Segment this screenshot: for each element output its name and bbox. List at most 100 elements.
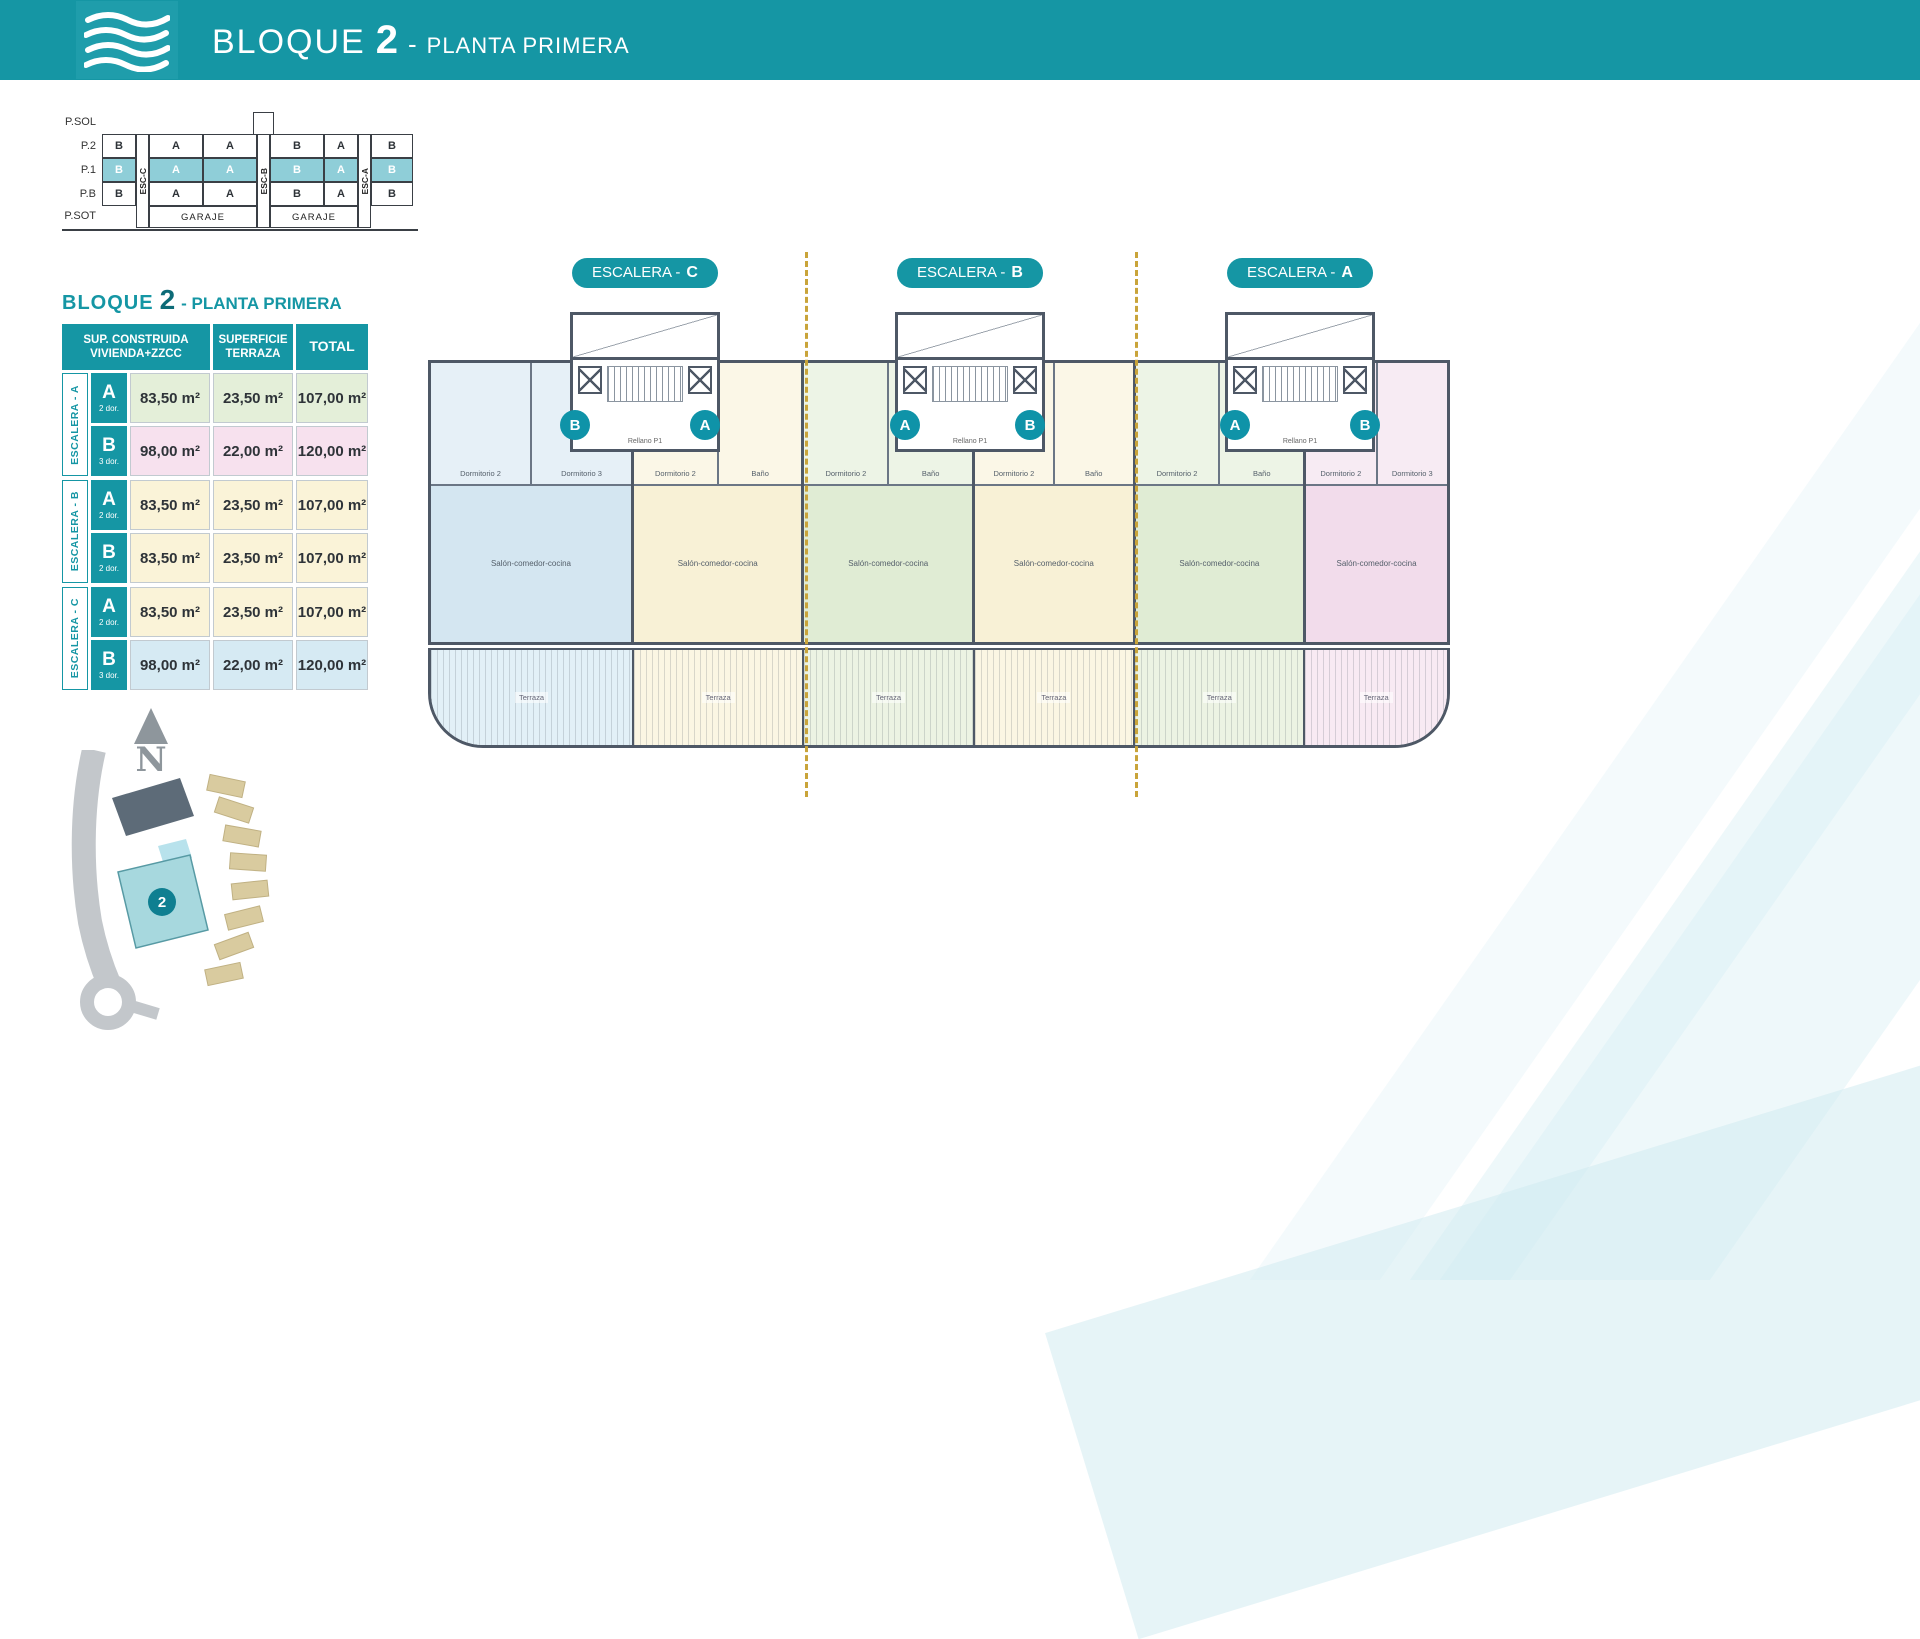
value-terraza: 23,50 m² [213,373,293,423]
core-hall: Rellano P1 [573,360,717,449]
site-badge: 2 [158,894,166,911]
value-sup: 83,50 m² [130,587,210,637]
stair-core-a: Rellano P1 [1225,312,1375,452]
elevator-icon [578,366,602,394]
living-room: Salón-comedor-cocina [1179,559,1260,569]
ground-line [62,229,418,231]
section-cell-highlighted: A [203,158,257,182]
room: Baño [887,363,972,484]
site-badge-circle [148,888,176,916]
header-bar: BLOQUE 2 - PLANTA PRIMERA [0,0,1920,80]
stair-label: ESC-C [137,167,148,195]
room: Dormitorio 2 [1320,468,1362,478]
value-total: 107,00 m² [296,480,368,530]
value-sup: 83,50 m² [130,533,210,583]
stairs-icon [1262,366,1338,402]
table-title: BLOQUE 2 - PLANTA PRIMERA [62,284,374,316]
compass: N [126,708,176,780]
section-divider [1135,252,1138,797]
value-sup: 83,50 m² [130,373,210,423]
garage-cell: GARAJE [149,206,257,228]
section-cell: A [324,134,358,158]
stair-label: ESC-B [258,167,269,195]
title-block: BLOQUE [212,22,366,61]
road-branch [126,999,160,1020]
unit-badge: A [890,410,920,440]
floor-label: P.B [79,188,96,200]
unit-badge: A [1220,410,1250,440]
value-sup: 98,00 m² [130,426,210,476]
room: Dormitorio 2 [654,468,696,478]
brand-logo [76,1,178,79]
value-terraza: 23,50 m² [213,480,293,530]
building-outline: Dormitorio 2 Dormitorio 3 Salón-comedor-… [428,312,1450,752]
value-terraza: 23,50 m² [213,587,293,637]
escalera-c-pill: ESCALERA -C [572,258,718,288]
col-header-total: TOTAL [296,324,368,370]
core-roof [898,315,1042,360]
terrace-segment: Terraza [972,650,1134,745]
value-terraza: 23,50 m² [213,533,293,583]
table-title-number: 2 [159,284,176,315]
terrace-segment: Terraza [632,650,803,745]
section-cell: B [270,182,324,206]
room: Dormitorio 2 [1156,468,1198,478]
floor-label: P.SOL [65,116,96,128]
section-cell: A [324,182,358,206]
section-cell: A [203,182,257,206]
stair-column: ESC-C [136,134,149,228]
logo-waves-icon [84,12,170,72]
room: Baño [1218,363,1303,484]
neighbor-buildings [204,773,270,987]
section-cell: B [371,134,413,158]
core-label: Rellano P1 [952,438,988,445]
section-cell: A [149,134,203,158]
apartment-unit-a-a: Dormitorio 2 Baño Salón-comedor-cocina [1135,363,1307,642]
room: Dormitorio 3 [530,363,631,484]
room: Baño [1052,363,1133,484]
stair-column: ESC-B [257,134,270,228]
stair-column: ESC-A [358,134,371,228]
section-cell: B [102,134,136,158]
title-number: 2 [375,17,398,62]
value-total: 120,00 m² [296,640,368,690]
value-terraza: 22,00 m² [213,426,293,476]
value-total: 107,00 m² [296,373,368,423]
value-sup: 98,00 m² [130,640,210,690]
elevator-icon [688,366,712,394]
page-title: BLOQUE 2 - PLANTA PRIMERA [212,18,630,63]
room: Baño [716,363,802,484]
value-total: 107,00 m² [296,533,368,583]
building-dark [112,778,194,836]
living-room: Salón-comedor-cocina [1336,559,1417,569]
value-total: 107,00 m² [296,587,368,637]
group-label: ESCALERA - B [62,480,88,583]
garage-cell: GARAJE [270,206,358,228]
table-title-block: BLOQUE [62,292,154,314]
room: Dormitorio 2 [460,468,501,478]
core-hall: Rellano P1 [898,360,1042,449]
section-cell: B [371,182,413,206]
floor-label: P.SOT [64,210,96,222]
floor-plan: ESCALERA -C ESCALERA -B ESCALERA -A Dorm… [420,252,1465,797]
stair-label: ESC-A [359,167,370,195]
living-room: Salón-comedor-cocina [1013,559,1094,569]
section-cell: B [102,182,136,206]
section-divider [805,252,808,797]
escalera-a-pill: ESCALERA -A [1227,258,1373,288]
floor-label: P.1 [80,164,96,176]
living-room: Salón-comedor-cocina [848,559,929,569]
section-cell-highlighted: B [102,158,136,182]
elevator-icon [1233,366,1257,394]
terrace-segment: Terraza [431,650,632,745]
room: Dormitorio 2 [825,468,867,478]
roof-bulkhead [253,112,274,135]
unit-badge: B [1350,410,1380,440]
